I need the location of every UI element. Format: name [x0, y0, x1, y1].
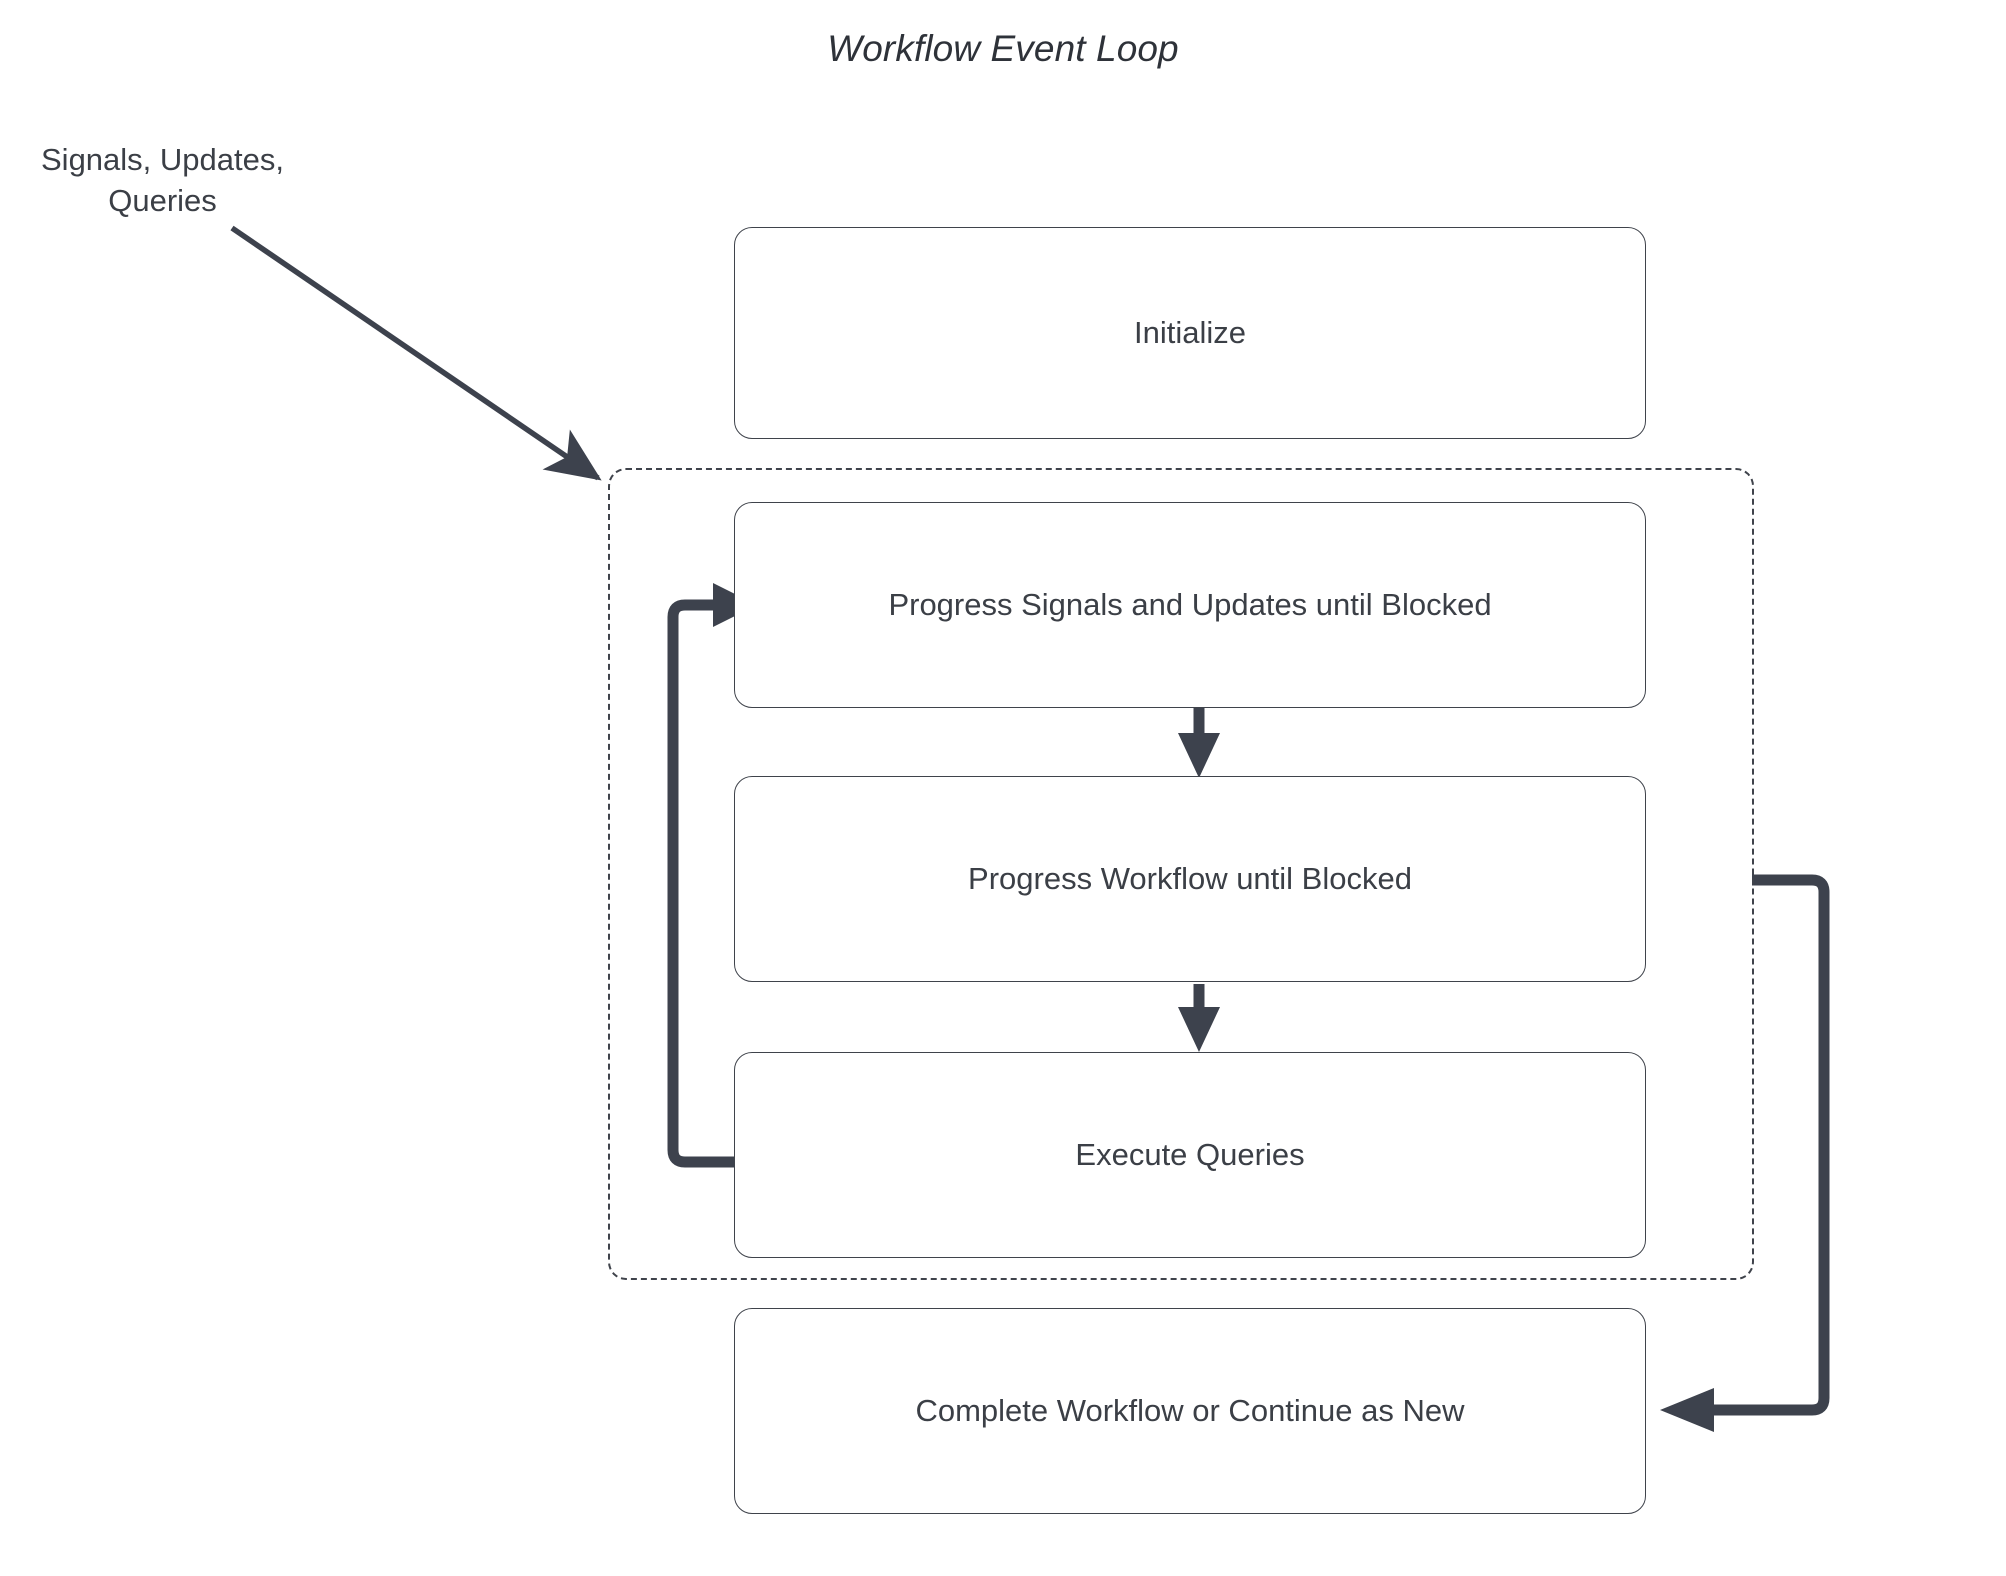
node-progress-signals-updates-label: Progress Signals and Updates until Block…: [888, 586, 1492, 622]
node-initialize-label: Initialize: [1134, 314, 1246, 350]
edge-signals-into-loop: [230, 225, 602, 481]
node-progress-signals-updates[interactable]: Progress Signals and Updates until Block…: [734, 502, 1646, 708]
external-input-label: Signals, Updates, Queries: [41, 142, 284, 218]
node-execute-queries-label: Execute Queries: [1075, 1136, 1305, 1172]
node-complete-or-continue-label: Complete Workflow or Continue as New: [915, 1392, 1465, 1428]
node-initialize[interactable]: Initialize: [734, 227, 1646, 439]
node-progress-workflow-label: Progress Workflow until Blocked: [968, 860, 1412, 896]
page-title: Workflow Event Loop: [827, 28, 1179, 69]
node-execute-queries[interactable]: Execute Queries: [734, 1052, 1646, 1258]
node-complete-or-continue[interactable]: Complete Workflow or Continue as New: [734, 1308, 1646, 1514]
node-progress-workflow[interactable]: Progress Workflow until Blocked: [734, 776, 1646, 982]
event-loop-group: [608, 468, 1754, 1280]
